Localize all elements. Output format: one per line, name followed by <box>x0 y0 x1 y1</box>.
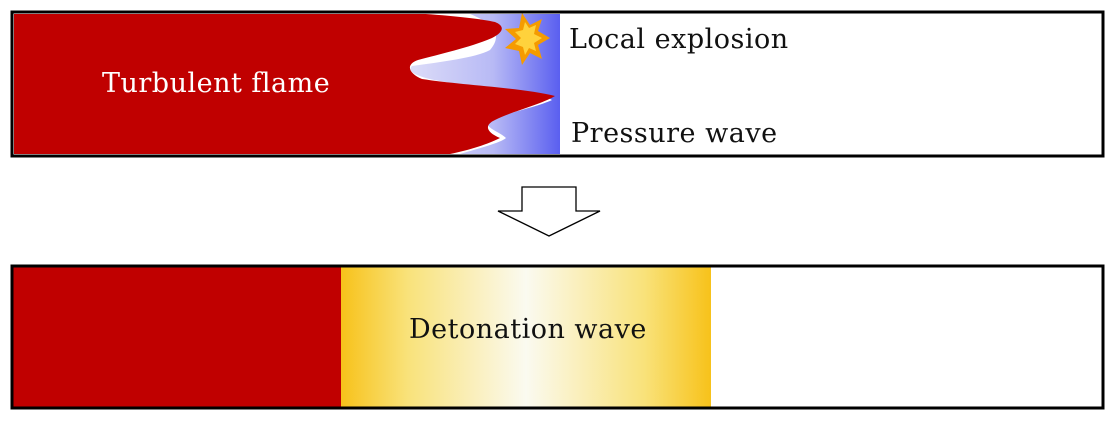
local-explosion-label: Local explosion <box>569 24 789 55</box>
pressure-wave-label: Pressure wave <box>571 118 778 149</box>
turbulent-flame-region <box>14 14 555 154</box>
explosion-icon <box>505 13 550 65</box>
bottom-panel: Detonation wave <box>10 264 1105 410</box>
down-arrow-icon <box>497 186 601 237</box>
bottom-panel-border <box>10 264 1105 410</box>
top-panel-border <box>10 10 1105 158</box>
turbulent-flame-label: Turbulent flame <box>102 68 330 99</box>
top-panel: Turbulent flame Local explosion Pressure… <box>10 10 1105 158</box>
burned-gas-region <box>12 266 341 408</box>
detonation-wave-region <box>341 266 711 408</box>
detonation-wave-label: Detonation wave <box>409 314 647 345</box>
